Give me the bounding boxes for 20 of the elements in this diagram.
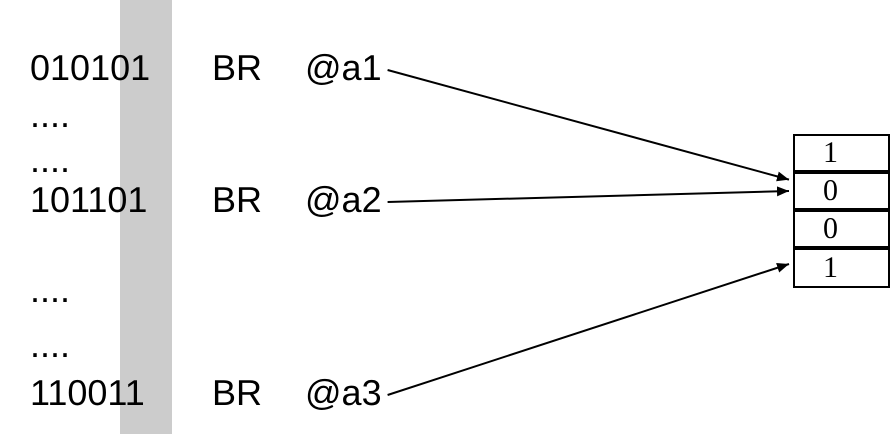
arrow (387, 69, 790, 182)
ellipsis-text: .... (30, 140, 70, 180)
address-label: @a1 (305, 48, 382, 88)
ellipsis-text: .... (30, 270, 70, 310)
address-label: @a2 (305, 180, 382, 220)
table-cell: 1 (793, 134, 890, 172)
ellipsis-text: .... (30, 325, 70, 365)
ellipsis-text: .... (30, 95, 70, 135)
code-text: 010101 (30, 48, 150, 88)
table-cell: 0 (793, 210, 890, 248)
arrow (387, 262, 790, 396)
code-text: BR (212, 373, 262, 413)
address-label: @a3 (305, 373, 382, 413)
code-text: 110011 (30, 373, 145, 413)
table-cell: 1 (793, 248, 890, 288)
code-text: BR (212, 48, 262, 88)
arrow (388, 186, 790, 203)
code-text: 101101 (30, 180, 148, 220)
table-cell: 0 (793, 172, 890, 210)
code-text: BR (212, 180, 262, 220)
